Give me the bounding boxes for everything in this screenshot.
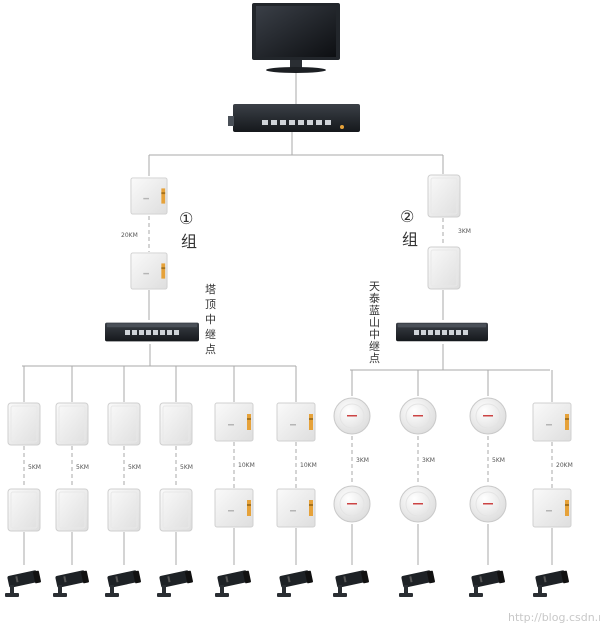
wireless-links [23, 216, 553, 488]
cpe-lower-icon [276, 488, 316, 528]
ap-lower-icon [333, 485, 371, 523]
ap-lower-icon [469, 485, 507, 523]
cpe-lower-icon [107, 488, 141, 532]
cpe-upper-icon [214, 402, 254, 442]
relay-label-char: 顶 [205, 298, 216, 311]
group1-backhaul-upper-cpe-icon [130, 177, 168, 215]
group2-marker: ② [400, 207, 414, 226]
link-distance: 5KM [28, 464, 41, 471]
group2-label: 组 [402, 230, 418, 249]
link-distance: 20KM [556, 462, 573, 469]
relay-label-char: 点 [205, 343, 216, 356]
relay-label-char: 塔 [205, 283, 216, 296]
cpe-upper-icon [55, 402, 89, 446]
group2-backhaul-distance: 3KM [458, 228, 471, 235]
ap-upper-icon [399, 397, 437, 435]
cpe-upper-icon [276, 402, 316, 442]
cpe-lower-icon [55, 488, 89, 532]
camera-icon [215, 570, 252, 597]
relay-label-char: 点 [369, 352, 380, 365]
relay-label-char: 蓝 [369, 304, 380, 317]
connection-lines [22, 70, 553, 565]
group2-backhaul-lower-cpe-icon [427, 246, 461, 290]
ap-upper-icon [469, 397, 507, 435]
group2-backhaul-upper-cpe-icon [427, 174, 461, 218]
group1-label: 组 [181, 232, 197, 251]
group1-backhaul-lower-cpe-icon [130, 252, 168, 290]
ap-upper-icon [333, 397, 371, 435]
ap-lower-icon [399, 485, 437, 523]
group2-relay-switch-icon [396, 322, 488, 342]
camera-icon [53, 570, 90, 597]
camera-icon [333, 570, 370, 597]
camera-icon [399, 570, 436, 597]
cpe-upper-icon [532, 402, 572, 442]
camera-icon [105, 570, 142, 597]
link-distance: 10KM [238, 462, 255, 469]
camera-icon [533, 570, 570, 597]
relay-label-char: 天 [369, 280, 380, 293]
relay-label-char: 山 [369, 316, 380, 329]
relay-label-char: 中 [369, 328, 380, 341]
cpe-upper-icon [7, 402, 41, 446]
link-distance: 5KM [180, 464, 193, 471]
link-distance: 5KM [128, 464, 141, 471]
link-distance: 5KM [492, 457, 505, 464]
relay-label-char: 继 [205, 328, 216, 341]
camera-icon [5, 570, 42, 597]
cpe-upper-icon [159, 402, 193, 446]
core-switch-icon [228, 104, 360, 132]
relay-label-char: 继 [369, 340, 380, 353]
relay-label-char: 中 [205, 313, 216, 326]
camera-icon [469, 570, 506, 597]
cpe-upper-icon [107, 402, 141, 446]
relay-label-char: 泰 [369, 291, 380, 305]
camera-icon [277, 570, 314, 597]
cpe-lower-icon [214, 488, 254, 528]
link-distance: 3KM [422, 457, 435, 464]
link-distance: 10KM [300, 462, 317, 469]
endpoint-links: 5KM 5KM 5KM 5KM 10KM 10KM 3KM 3KM 5KM 20KM [5, 397, 573, 597]
cpe-lower-icon [532, 488, 572, 528]
group1-marker: ① [179, 209, 193, 228]
link-distance: 5KM [76, 464, 89, 471]
cpe-lower-icon [7, 488, 41, 532]
link-distance: 3KM [356, 457, 369, 464]
monitor-icon [252, 3, 340, 73]
group1-backhaul-distance: 20KM [121, 232, 138, 239]
group1-relay-switch-icon [105, 322, 199, 342]
cpe-lower-icon [159, 488, 193, 532]
camera-icon [157, 570, 194, 597]
watermark: http://blog.csdn.net [508, 611, 600, 624]
